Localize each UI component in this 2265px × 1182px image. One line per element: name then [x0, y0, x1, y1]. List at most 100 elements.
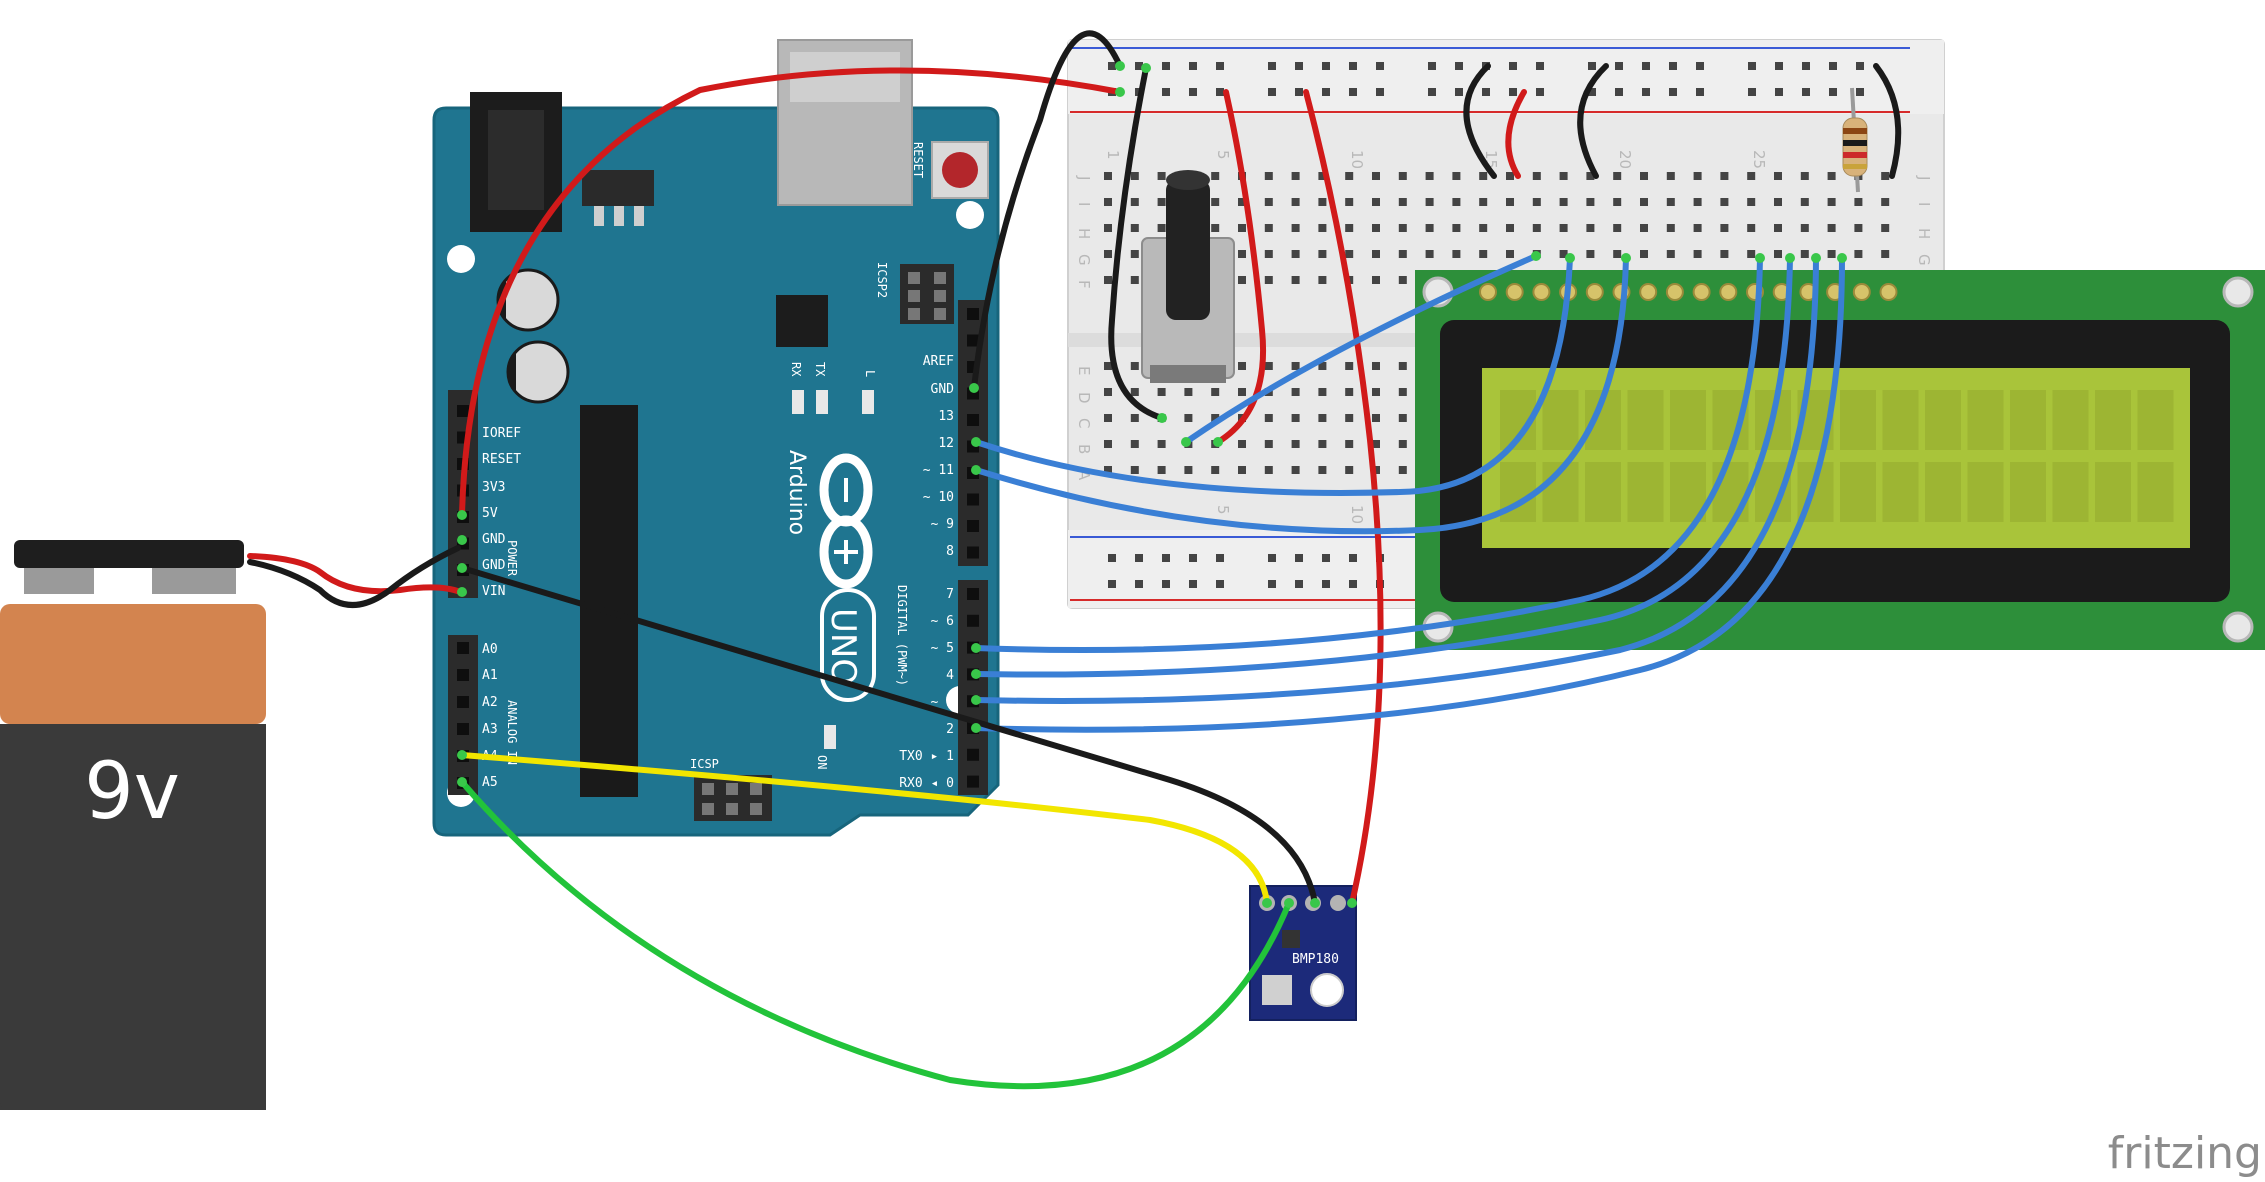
potentiometer[interactable]	[1141, 170, 1235, 383]
digital-section-label: DIGITAL (PWM~)	[895, 585, 909, 686]
bb-hole	[1372, 276, 1380, 284]
bb-row-letter: J	[1075, 175, 1093, 180]
bb-hole	[1322, 554, 1330, 562]
wire-jumper	[1873, 63, 1902, 179]
bb-hole	[1774, 198, 1782, 206]
pin-label-11: ~ 11	[923, 463, 954, 478]
bb-hole	[1615, 62, 1623, 70]
bb-hole	[1696, 88, 1704, 96]
wire-end	[1347, 898, 1357, 908]
bb-hole	[1130, 362, 1139, 370]
battery-9v: 9v	[0, 540, 266, 1110]
wire-end	[1755, 253, 1765, 263]
pin-label-a1: A1	[482, 668, 498, 683]
pin-label-8: 8	[946, 544, 954, 559]
bb-hole	[1104, 362, 1112, 370]
pin-label-ioref: IOREF	[482, 426, 521, 441]
bb-row-letter: B	[1075, 444, 1093, 454]
wire-end	[1811, 253, 1821, 263]
bb-hole	[1157, 440, 1166, 448]
bb-hole	[1747, 224, 1756, 232]
microcontroller-chip	[580, 405, 638, 797]
bb-hole	[1318, 276, 1327, 284]
bb-hole	[1482, 88, 1490, 96]
bb-hole	[1345, 466, 1354, 474]
wire-end	[1213, 437, 1223, 447]
bb-hole	[1398, 224, 1407, 232]
bb-hole	[1322, 62, 1330, 70]
bb-hole	[1238, 224, 1246, 232]
analog-section-label: ANALOG IN	[505, 700, 519, 765]
bb-hole	[1693, 224, 1702, 232]
wire-end	[1157, 413, 1167, 423]
bb-hole	[1130, 172, 1139, 180]
wire-pot-vcc	[1215, 89, 1266, 445]
bb-hole	[1104, 388, 1112, 396]
wires	[247, 30, 1902, 1090]
bb-hole	[1536, 88, 1544, 96]
pin-label-9: ~ 9	[931, 517, 954, 532]
bb-hole	[1216, 554, 1224, 562]
lcd-pin	[1585, 283, 1604, 301]
wire-end	[1837, 253, 1847, 263]
wire-end	[1785, 253, 1795, 263]
bb-hole	[1559, 172, 1568, 180]
lcd-cell	[1925, 390, 1961, 450]
lcd-pin	[1639, 283, 1658, 301]
header-pin	[967, 588, 979, 600]
bb-hole	[1349, 62, 1357, 70]
wire-end	[457, 587, 467, 597]
bb-hole	[1238, 276, 1246, 284]
bb-hole	[1425, 224, 1434, 232]
bb-hole	[1802, 62, 1810, 70]
wire-pin12-lcd	[973, 255, 1573, 496]
bb-col-number: 25	[1750, 150, 1768, 169]
bb-hole	[1268, 580, 1276, 588]
bb-hole	[1184, 466, 1193, 474]
lcd-cell	[1882, 390, 1919, 450]
wire-end	[1565, 253, 1575, 263]
bb-hole	[1881, 172, 1890, 180]
bb-hole	[1264, 466, 1273, 474]
bb-hole	[1135, 554, 1143, 562]
bb-hole	[1238, 250, 1246, 258]
bb-row-letter: H	[1075, 228, 1093, 239]
header-pin	[457, 723, 469, 735]
wire-5v-red	[459, 67, 1123, 518]
bb-hole	[1349, 88, 1357, 96]
wire-battery-positive	[247, 553, 463, 595]
bb-hole	[1216, 88, 1224, 96]
bb-hole	[1162, 62, 1170, 70]
potentiometer-knob[interactable]	[1166, 180, 1210, 320]
bb-hole	[1318, 224, 1327, 232]
bb-hole	[1588, 88, 1596, 96]
bb-hole	[1800, 172, 1809, 180]
pin-label-2: 2	[946, 722, 954, 737]
lcd-pin	[1665, 283, 1684, 301]
arduino-uno-board: RESET ICSP2 ICSP TX RX L ON	[432, 39, 1000, 837]
bb-hole	[1238, 388, 1246, 396]
pin-label-a2: A2	[482, 695, 498, 710]
bb-hole	[1372, 250, 1380, 258]
bb-hole	[1774, 250, 1782, 258]
bb-hole	[1696, 62, 1704, 70]
bb-hole	[1295, 62, 1303, 70]
header-pin	[967, 614, 979, 627]
resistor	[1842, 87, 1868, 193]
capacitor	[506, 340, 570, 404]
lcd-pin	[1692, 283, 1711, 301]
bb-hole	[1693, 198, 1702, 206]
bb-hole	[1693, 250, 1702, 258]
bb-hole	[1640, 172, 1648, 180]
wire-end	[971, 695, 981, 705]
bb-hole	[1613, 198, 1622, 206]
bb-hole	[1345, 224, 1354, 232]
bb-hole	[1666, 198, 1675, 206]
wire-end	[457, 535, 467, 545]
wire-battery-negative	[247, 545, 461, 608]
bb-row-letter: G	[1915, 254, 1933, 266]
pin-label-1: TX0 ▸ 1	[899, 749, 954, 764]
bb-hole	[1640, 250, 1648, 258]
bb-hole	[1184, 388, 1193, 396]
pin-label-a5: A5	[482, 775, 498, 790]
